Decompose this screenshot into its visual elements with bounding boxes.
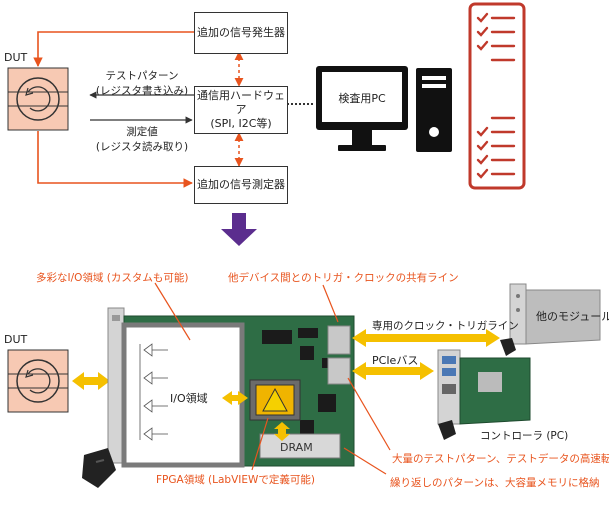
fpga-callout: FPGA領域 (LabVIEWで定義可能)	[156, 474, 315, 486]
signal-measurement-label: 追加の信号測定器	[197, 177, 285, 191]
fpga-callout-line	[251, 417, 269, 471]
storage-callout: 繰り返しのパターンは、大容量メモリに格納	[390, 477, 600, 489]
io-area-label: I/O領域	[170, 392, 208, 405]
pcie-bus-label: PCIeバス	[372, 354, 419, 367]
measured-value-title: 測定値	[126, 126, 158, 138]
io-fpga-arrow	[222, 391, 248, 405]
dut-top-icon	[7, 67, 69, 131]
trigger-callout: 他デバイス間とのトリガ・クロックの共有ライン	[228, 272, 459, 284]
measured-value-detail: (レジスタ読み取り)	[95, 141, 189, 153]
monitor-icon	[316, 66, 408, 151]
io-callout-line	[154, 282, 191, 341]
trigger-callout-line	[322, 284, 339, 323]
controller-label: コントローラ (PC)	[480, 430, 569, 442]
io-area-callout: 多彩なI/O領域 (カスタムも可能)	[36, 272, 189, 284]
dedicated-trigger-label: 専用のクロック・トリガライン	[372, 320, 519, 332]
pcie-arrow	[352, 362, 434, 380]
test-pattern-title: テストパターン	[105, 70, 179, 82]
comm-hardware-label: 通信用ハードウェア	[197, 88, 285, 116]
other-module-label: 他のモジュール	[536, 310, 609, 323]
fpga-dram-arrow	[274, 422, 290, 441]
fpga-module-card	[82, 307, 355, 488]
transfer-callout-line	[347, 377, 391, 451]
generator-to-dut-arrow	[33, 31, 194, 67]
checklist-icon	[468, 2, 526, 190]
signal-generator-box: 追加の信号発生器	[194, 12, 288, 54]
dut-board-arrow	[72, 372, 110, 390]
comm-hardware-protocols: (SPI, I2C等)	[210, 117, 272, 131]
dut-bottom-icon	[7, 349, 69, 413]
transition-arrow-icon	[221, 213, 257, 246]
test-pattern-label: テストパターン (レジスタ書き込み)	[92, 68, 192, 98]
measured-value-label: 測定値 (レジスタ読み取り)	[92, 124, 192, 154]
dram-label: DRAM	[280, 441, 313, 454]
pc-tower-icon	[416, 68, 452, 152]
dut-top-label: DUT	[4, 51, 28, 64]
signal-measurement-box: 追加の信号測定器	[194, 166, 288, 204]
pc-label: 検査用PC	[338, 92, 386, 105]
dut-to-measurement-arrow	[37, 131, 193, 188]
controller-icon	[437, 349, 531, 440]
signal-generator-label: 追加の信号発生器	[197, 25, 285, 39]
storage-callout-line	[343, 447, 387, 475]
dut-bottom-label: DUT	[4, 333, 28, 346]
test-pattern-detail: (レジスタ書き込み)	[95, 85, 189, 97]
comm-hardware-box: 通信用ハードウェア (SPI, I2C等)	[194, 86, 288, 134]
other-module-icon	[500, 283, 601, 356]
trigger-line-arrow	[352, 329, 500, 347]
transfer-callout: 大量のテストパターン、テストデータの高速転送	[392, 453, 609, 465]
